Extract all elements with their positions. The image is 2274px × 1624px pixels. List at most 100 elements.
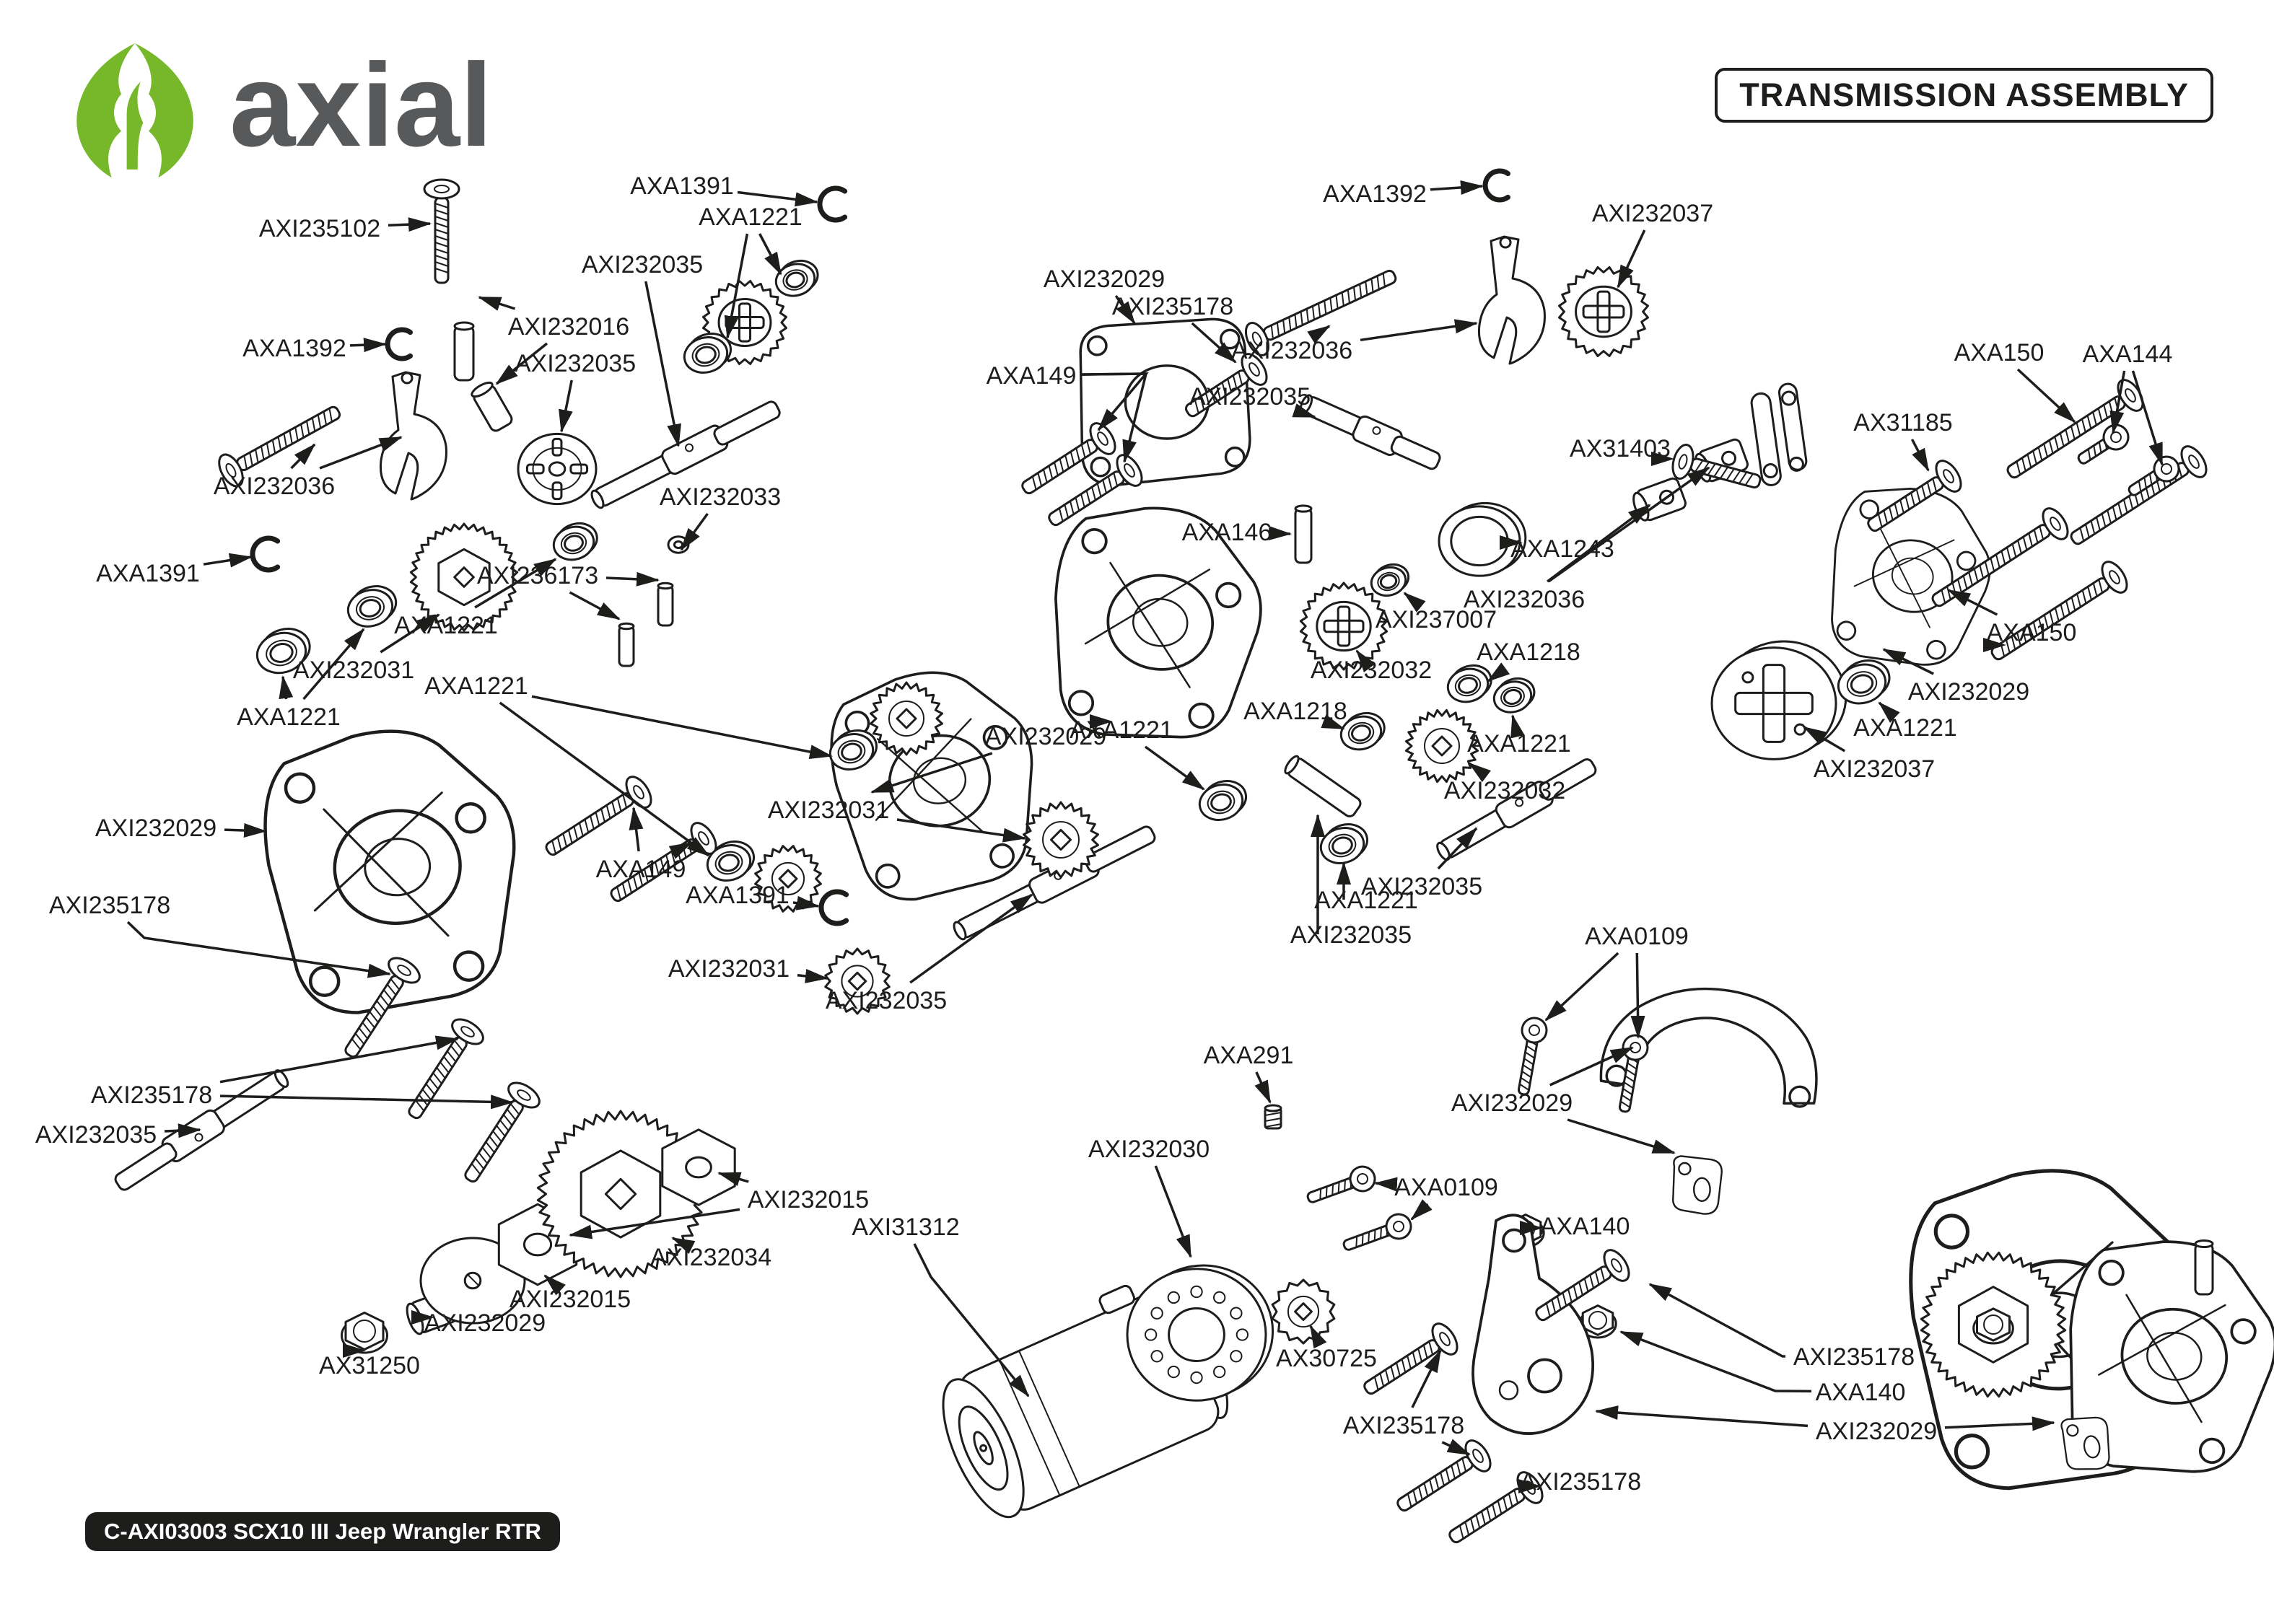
leader-line	[668, 841, 693, 859]
part-label: AXI232029	[1908, 678, 2029, 706]
leader-line	[1547, 466, 1710, 583]
leader-line	[279, 675, 294, 700]
part-pin	[618, 622, 635, 667]
part-label: AXI235178	[1112, 293, 1233, 320]
page-title: TRANSMISSION ASSEMBLY	[1715, 68, 2213, 123]
part-label: AXA1391	[686, 882, 790, 909]
part-screw	[1021, 422, 1116, 495]
leader-line	[758, 233, 782, 276]
part-label: AXI232035	[1189, 383, 1311, 411]
part-label: AXI232031	[668, 955, 790, 983]
leader-line	[896, 818, 1026, 843]
part-label: AXA1392	[1323, 180, 1427, 208]
part-arch	[1599, 987, 1818, 1108]
leader-line	[203, 553, 253, 568]
part-bearing	[1837, 659, 1891, 705]
leader-line	[531, 695, 833, 759]
part-label: AXA1391	[96, 560, 200, 587]
part-label: AXI232036	[1464, 586, 1585, 613]
part-bearing	[774, 259, 819, 297]
leader-line	[1307, 325, 1331, 344]
part-label: AXI235178	[1520, 1468, 1641, 1496]
part-label: AXA1221	[1314, 887, 1418, 914]
leader-line	[1944, 1416, 2055, 1431]
leader-line	[1487, 662, 1510, 682]
part-label: AX31403	[1570, 435, 1671, 462]
leader-line	[913, 1243, 1030, 1397]
part-label: AXI232029	[1451, 1089, 1573, 1117]
part-screw	[1363, 1322, 1459, 1395]
model-badge: C-AXI03003 SCX10 III Jeep Wrangler RTR	[85, 1512, 560, 1551]
part-label: AXI232029	[1044, 265, 1165, 293]
leader-line	[1154, 1165, 1192, 1258]
part-bearing	[828, 729, 878, 771]
leader-line	[319, 436, 403, 470]
leader-line	[1544, 952, 1619, 1022]
parts-artwork	[114, 168, 2274, 1544]
part-label: AXA1391	[630, 172, 734, 200]
leader-line	[1355, 649, 1376, 672]
part-bearing	[706, 840, 755, 882]
part-label: AXI232031	[293, 657, 414, 684]
part-label: AXI232032	[1444, 777, 1565, 804]
part-bearing	[1319, 823, 1368, 864]
leader-line	[1510, 714, 1525, 739]
part-label: AXA1218	[1243, 698, 1347, 725]
leader-line	[1374, 1177, 1398, 1192]
part-label: AXI237007	[1376, 606, 1497, 633]
leader-line	[495, 342, 548, 385]
part-label: AXI232036	[1231, 337, 1352, 364]
part-label: AXI232016	[508, 313, 629, 341]
part-case	[263, 729, 516, 1014]
part-screw	[1396, 1439, 1492, 1512]
part-gear	[1271, 1278, 1336, 1345]
leader-line	[1803, 726, 1846, 752]
leader-line	[478, 296, 516, 311]
part-label: AXI235102	[259, 215, 380, 242]
part-screw	[545, 776, 652, 856]
leader-line	[219, 1094, 514, 1110]
part-spur	[409, 522, 519, 632]
part-label: AXA0109	[1394, 1174, 1498, 1201]
leader-line	[2109, 370, 2126, 434]
part-case	[830, 671, 1033, 901]
part-screw	[344, 957, 421, 1058]
leader-line	[290, 443, 316, 470]
part-pin	[2194, 1239, 2214, 1296]
leader-line	[671, 1237, 696, 1255]
part-bearing	[683, 333, 732, 374]
leader-line	[629, 807, 644, 852]
part-bscrew	[1517, 1017, 1548, 1096]
part-screw	[2070, 445, 2208, 545]
leader-line	[559, 379, 573, 433]
part-screw	[1535, 1249, 1630, 1322]
part-nut	[1972, 1307, 2014, 1345]
part-disc2	[1126, 1264, 1274, 1402]
part-label: AXI232035	[1290, 921, 1412, 949]
part-screw	[218, 405, 341, 488]
leader-line	[1191, 322, 1237, 364]
part-case	[1054, 506, 1262, 739]
leader-line	[1292, 403, 1316, 418]
leader-line	[1617, 229, 1646, 289]
leader-line	[1403, 592, 1426, 613]
part-nut	[341, 1312, 388, 1354]
part-stepshaft	[1299, 394, 1441, 470]
leader-line	[499, 701, 710, 857]
part-eclip	[818, 889, 849, 926]
part-label: AXA1392	[242, 335, 346, 362]
part-eclip	[817, 185, 848, 223]
part-label: AXI232032	[1311, 657, 1432, 684]
brand-wordmark: axial	[229, 39, 493, 171]
part-screw	[408, 1018, 484, 1120]
part-label: AXI232031	[768, 796, 889, 824]
part-gear	[824, 947, 891, 1015]
part-bracket	[1672, 1155, 1723, 1215]
part-bscrew	[1342, 1213, 1412, 1251]
part-label: AXI232029	[95, 815, 217, 842]
part-screw	[1185, 353, 1268, 418]
leader-line	[2016, 368, 2076, 423]
part-lever	[1750, 382, 1808, 486]
part-eclip	[385, 327, 413, 361]
